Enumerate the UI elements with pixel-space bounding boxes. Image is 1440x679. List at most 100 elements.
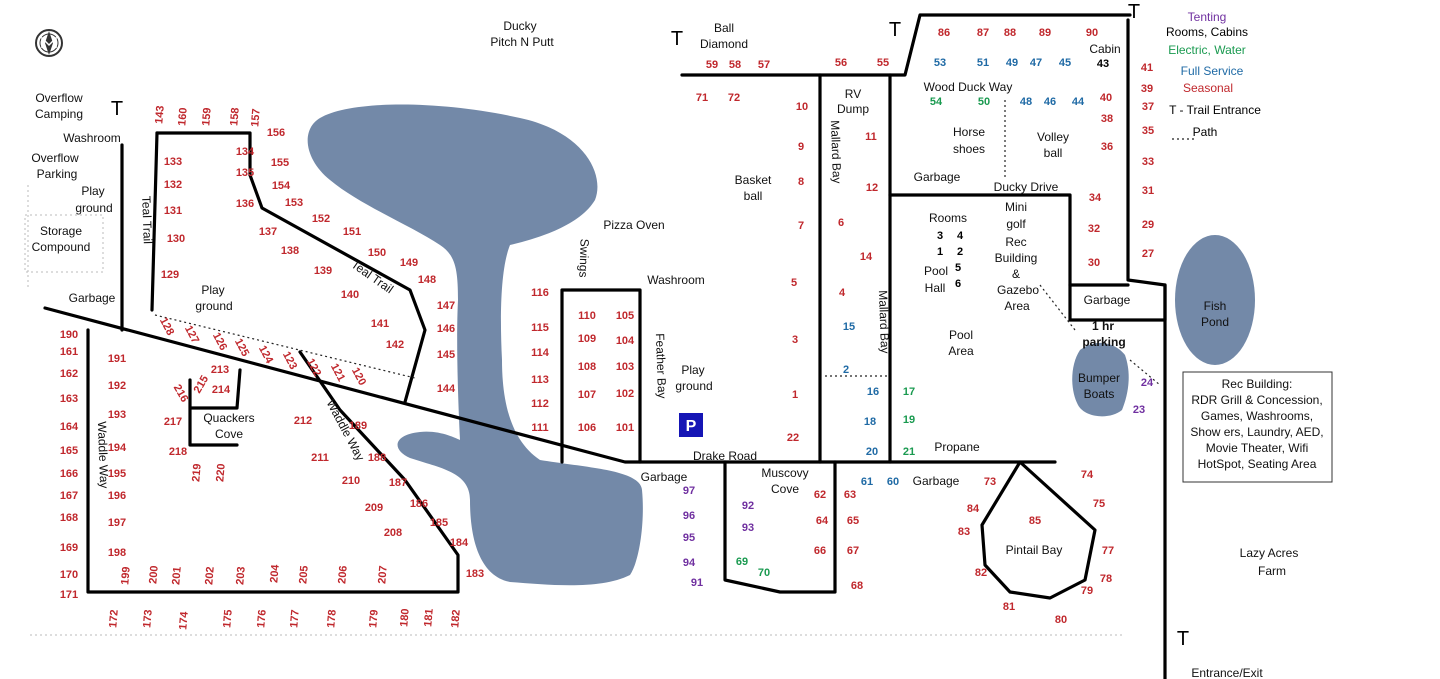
site-seasonal-56: 56 [835, 57, 847, 69]
site-seasonal-101: 101 [616, 422, 634, 434]
label-garbage-top: Garbage [914, 170, 961, 184]
site-seasonal-200: 200 [147, 565, 161, 584]
info-box-line-4: Show ers, Laundry, AED, [1190, 425, 1323, 439]
site-seasonal-161: 161 [60, 346, 78, 358]
parking-sign-icon: P [679, 413, 703, 437]
site-seasonal-128: 128 [157, 316, 176, 338]
site-seasonal-208: 208 [384, 527, 402, 539]
road-label-feather-bay: Feather Bay [653, 333, 669, 399]
site-seasonal-217: 217 [164, 416, 182, 428]
site-seasonal-165: 165 [60, 445, 78, 457]
label-pizza-oven: Pizza Oven [603, 218, 664, 232]
label-playground-mid-1: Play [201, 283, 224, 297]
site-seasonal-114: 114 [531, 347, 550, 359]
site-seasonal-131: 131 [164, 205, 182, 217]
label-overflow-parking-2: Parking [37, 167, 78, 181]
site-cabins-3: 3 [937, 230, 943, 242]
site-full_service-47: 47 [1030, 57, 1042, 69]
site-seasonal-40: 40 [1100, 92, 1112, 104]
site-seasonal-80: 80 [1055, 614, 1067, 626]
legend-tenting: Tenting [1188, 10, 1227, 24]
label-volleyball-1: Volley [1037, 130, 1069, 144]
site-seasonal-12: 12 [866, 182, 878, 194]
site-seasonal-129: 129 [161, 269, 179, 281]
main-lake [307, 104, 643, 586]
site-seasonal-77: 77 [1102, 545, 1114, 557]
trail-entrance-marker-4: T [1128, 1, 1140, 23]
label-rv-dump-1: RV [845, 87, 861, 101]
site-electric_water-50: 50 [978, 96, 990, 108]
site-seasonal-157: 157 [249, 108, 263, 127]
site-cabins-43: 43 [1097, 58, 1109, 70]
site-seasonal-27: 27 [1142, 248, 1154, 260]
label-ducky-drive: Ducky Drive [994, 180, 1059, 194]
site-seasonal-120: 120 [349, 366, 368, 388]
site-seasonal-199: 199 [119, 566, 133, 585]
site-seasonal-84: 84 [967, 503, 980, 515]
site-seasonal-83: 83 [958, 526, 970, 538]
site-seasonal-110: 110 [578, 310, 596, 322]
label-volleyball-2: ball [1044, 146, 1063, 160]
site-seasonal-104: 104 [616, 335, 635, 347]
site-seasonal-158: 158 [228, 107, 242, 126]
legend-path: Path [1193, 125, 1218, 139]
label-cabin: Cabin [1089, 42, 1120, 56]
label-mini-golf-1: Mini [1005, 200, 1027, 214]
label-basketball-2: ball [744, 189, 763, 203]
site-tenting-23: 23 [1133, 404, 1145, 416]
label-quackers-2: Cove [215, 427, 243, 441]
site-seasonal-35: 35 [1142, 125, 1154, 137]
site-seasonal-147: 147 [437, 300, 455, 312]
site-seasonal-198: 198 [108, 547, 126, 559]
site-seasonal-126: 126 [210, 331, 229, 353]
site-electric_water-21: 21 [903, 446, 915, 458]
legend-trail-entrance: T - Trail Entrance [1169, 103, 1261, 117]
site-seasonal-107: 107 [578, 389, 596, 401]
site-seasonal-14: 14 [860, 251, 873, 263]
info-box-line-1: Rec Building: [1222, 377, 1293, 391]
road-label-swings: Swings [576, 239, 591, 278]
site-seasonal-72: 72 [728, 92, 740, 104]
site-seasonal-156: 156 [267, 127, 285, 139]
site-electric_water-19: 19 [903, 414, 915, 426]
site-seasonal-31: 31 [1142, 185, 1154, 197]
site-seasonal-133: 133 [164, 156, 182, 168]
site-seasonal-134: 134 [236, 146, 255, 158]
site-seasonal-132: 132 [164, 179, 182, 191]
site-seasonal-22: 22 [787, 432, 799, 444]
site-seasonal-153: 153 [285, 197, 303, 209]
site-seasonal-57: 57 [758, 59, 770, 71]
site-full_service-44: 44 [1072, 96, 1085, 108]
site-full_service-51: 51 [977, 57, 989, 69]
label-washroom-left: Washroom [63, 131, 121, 145]
label-overflow-camping-2: Camping [35, 107, 83, 121]
label-rv-dump-2: Dump [837, 102, 869, 116]
label-rooms: Rooms [929, 211, 967, 225]
road-label-mallard-bay-bottom: Mallard Bay [876, 290, 892, 354]
site-seasonal-163: 163 [60, 393, 78, 405]
site-cabins-2: 2 [957, 246, 963, 258]
site-seasonal-138: 138 [281, 245, 299, 257]
site-full_service-61: 61 [861, 476, 873, 488]
site-seasonal-206: 206 [336, 565, 350, 584]
site-seasonal-181: 181 [422, 608, 436, 627]
site-seasonal-111: 111 [531, 422, 548, 434]
label-rec-2: Building [995, 251, 1038, 265]
site-seasonal-62: 62 [814, 489, 826, 501]
site-full_service-53: 53 [934, 57, 946, 69]
site-seasonal-189: 189 [349, 420, 367, 432]
site-seasonal-59: 59 [706, 59, 718, 71]
site-seasonal-201: 201 [170, 566, 184, 585]
site-seasonal-108: 108 [578, 361, 596, 373]
site-seasonal-188: 188 [368, 452, 386, 464]
site-seasonal-33: 33 [1142, 156, 1154, 168]
site-seasonal-115: 115 [531, 322, 549, 334]
site-seasonal-137: 137 [259, 226, 277, 238]
site-cabins-1: 1 [937, 246, 943, 258]
site-seasonal-30: 30 [1088, 257, 1100, 269]
site-seasonal-87: 87 [977, 27, 989, 39]
storage-compound-outline [24, 214, 104, 273]
site-seasonal-90: 90 [1086, 27, 1098, 39]
